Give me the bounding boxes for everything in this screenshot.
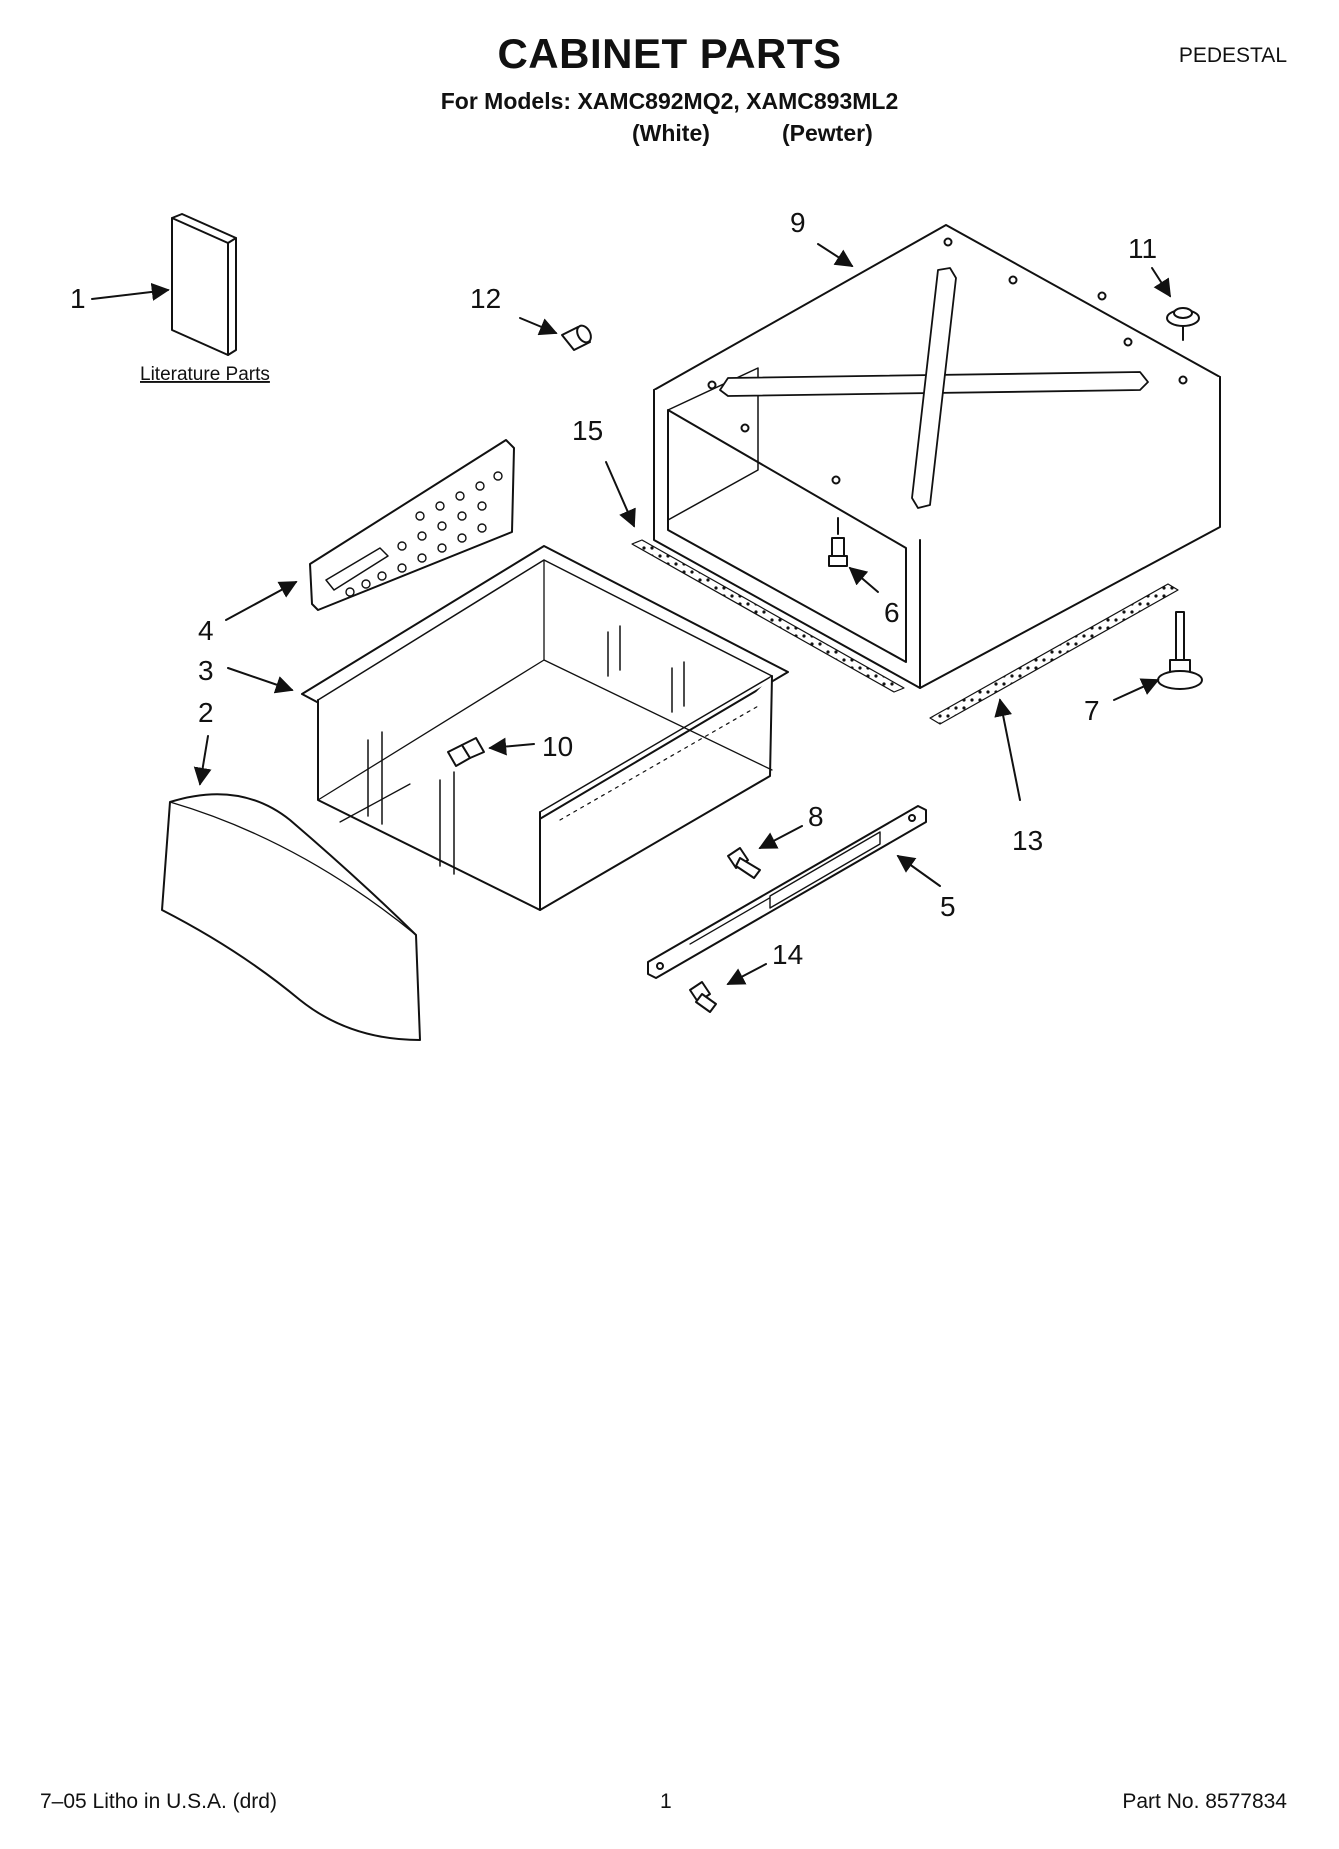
literature-booklet (171, 213, 237, 356)
screw-6-part (828, 517, 848, 567)
models-line: For Models: XAMC892MQ2, XAMC893ML2 (440, 88, 899, 114)
callout-9-arrow (817, 243, 854, 267)
page-title: CABINET PARTS (497, 30, 842, 77)
callout-14-arrow (726, 963, 767, 985)
section-label: PEDESTAL (1178, 44, 1287, 67)
page-number: 1 (660, 1790, 672, 1813)
callout-9: 9 (790, 207, 806, 238)
callout-5: 5 (940, 891, 956, 922)
gasket-strip-13 (929, 583, 1179, 725)
callout-1-arrow (91, 282, 170, 301)
callout-12-arrow (519, 317, 558, 336)
color-white-label: (White) (632, 120, 710, 146)
callout-2: 2 (198, 697, 214, 728)
callout-14: 14 (772, 939, 803, 970)
screw-8-part (727, 847, 761, 879)
callout-12: 12 (470, 283, 501, 314)
drawer-tub-part (301, 545, 789, 911)
pedestal-cabinet (653, 224, 1221, 689)
handle-plate-part (309, 439, 515, 611)
callout-3: 3 (198, 655, 214, 686)
callout-7: 7 (1084, 695, 1100, 726)
plug-part (561, 324, 592, 351)
callout-6-arrow (848, 566, 879, 593)
cap-nut-part (1166, 307, 1200, 341)
screw-10-part (447, 737, 485, 767)
callout-1: 1 (70, 283, 86, 314)
drawer-front-panel (161, 793, 421, 1041)
screw-14-part (689, 981, 717, 1013)
gasket-strip-15 (631, 539, 905, 693)
callout-10-arrow (488, 737, 535, 756)
part-number: Part No. 8577834 (1122, 1790, 1287, 1813)
callout-2-arrow (193, 735, 212, 786)
callout-13-arrow (994, 698, 1021, 801)
drawer-slide-rail (647, 805, 927, 979)
callout-3-arrow (227, 667, 294, 694)
footer-litho: 7–05 Litho in U.S.A. (drd) (40, 1790, 277, 1813)
color-pewter-label: (Pewter) (782, 120, 873, 146)
callout-11-arrow (1151, 267, 1171, 298)
callout-10: 10 (542, 731, 573, 762)
callout-4: 4 (198, 615, 214, 646)
leveling-leg-part (1157, 611, 1203, 690)
callout-4-arrow (225, 581, 298, 621)
callout-6: 6 (884, 597, 900, 628)
callout-13: 13 (1012, 825, 1043, 856)
callout-8: 8 (808, 801, 824, 832)
literature-parts-label: Literature Parts (140, 364, 270, 385)
callout-11: 11 (1128, 233, 1157, 264)
callout-15: 15 (572, 415, 603, 446)
callout-8-arrow (758, 825, 803, 849)
callout-15-arrow (605, 461, 636, 528)
callout-5-arrow (896, 854, 941, 887)
callout-7-arrow (1113, 678, 1160, 701)
